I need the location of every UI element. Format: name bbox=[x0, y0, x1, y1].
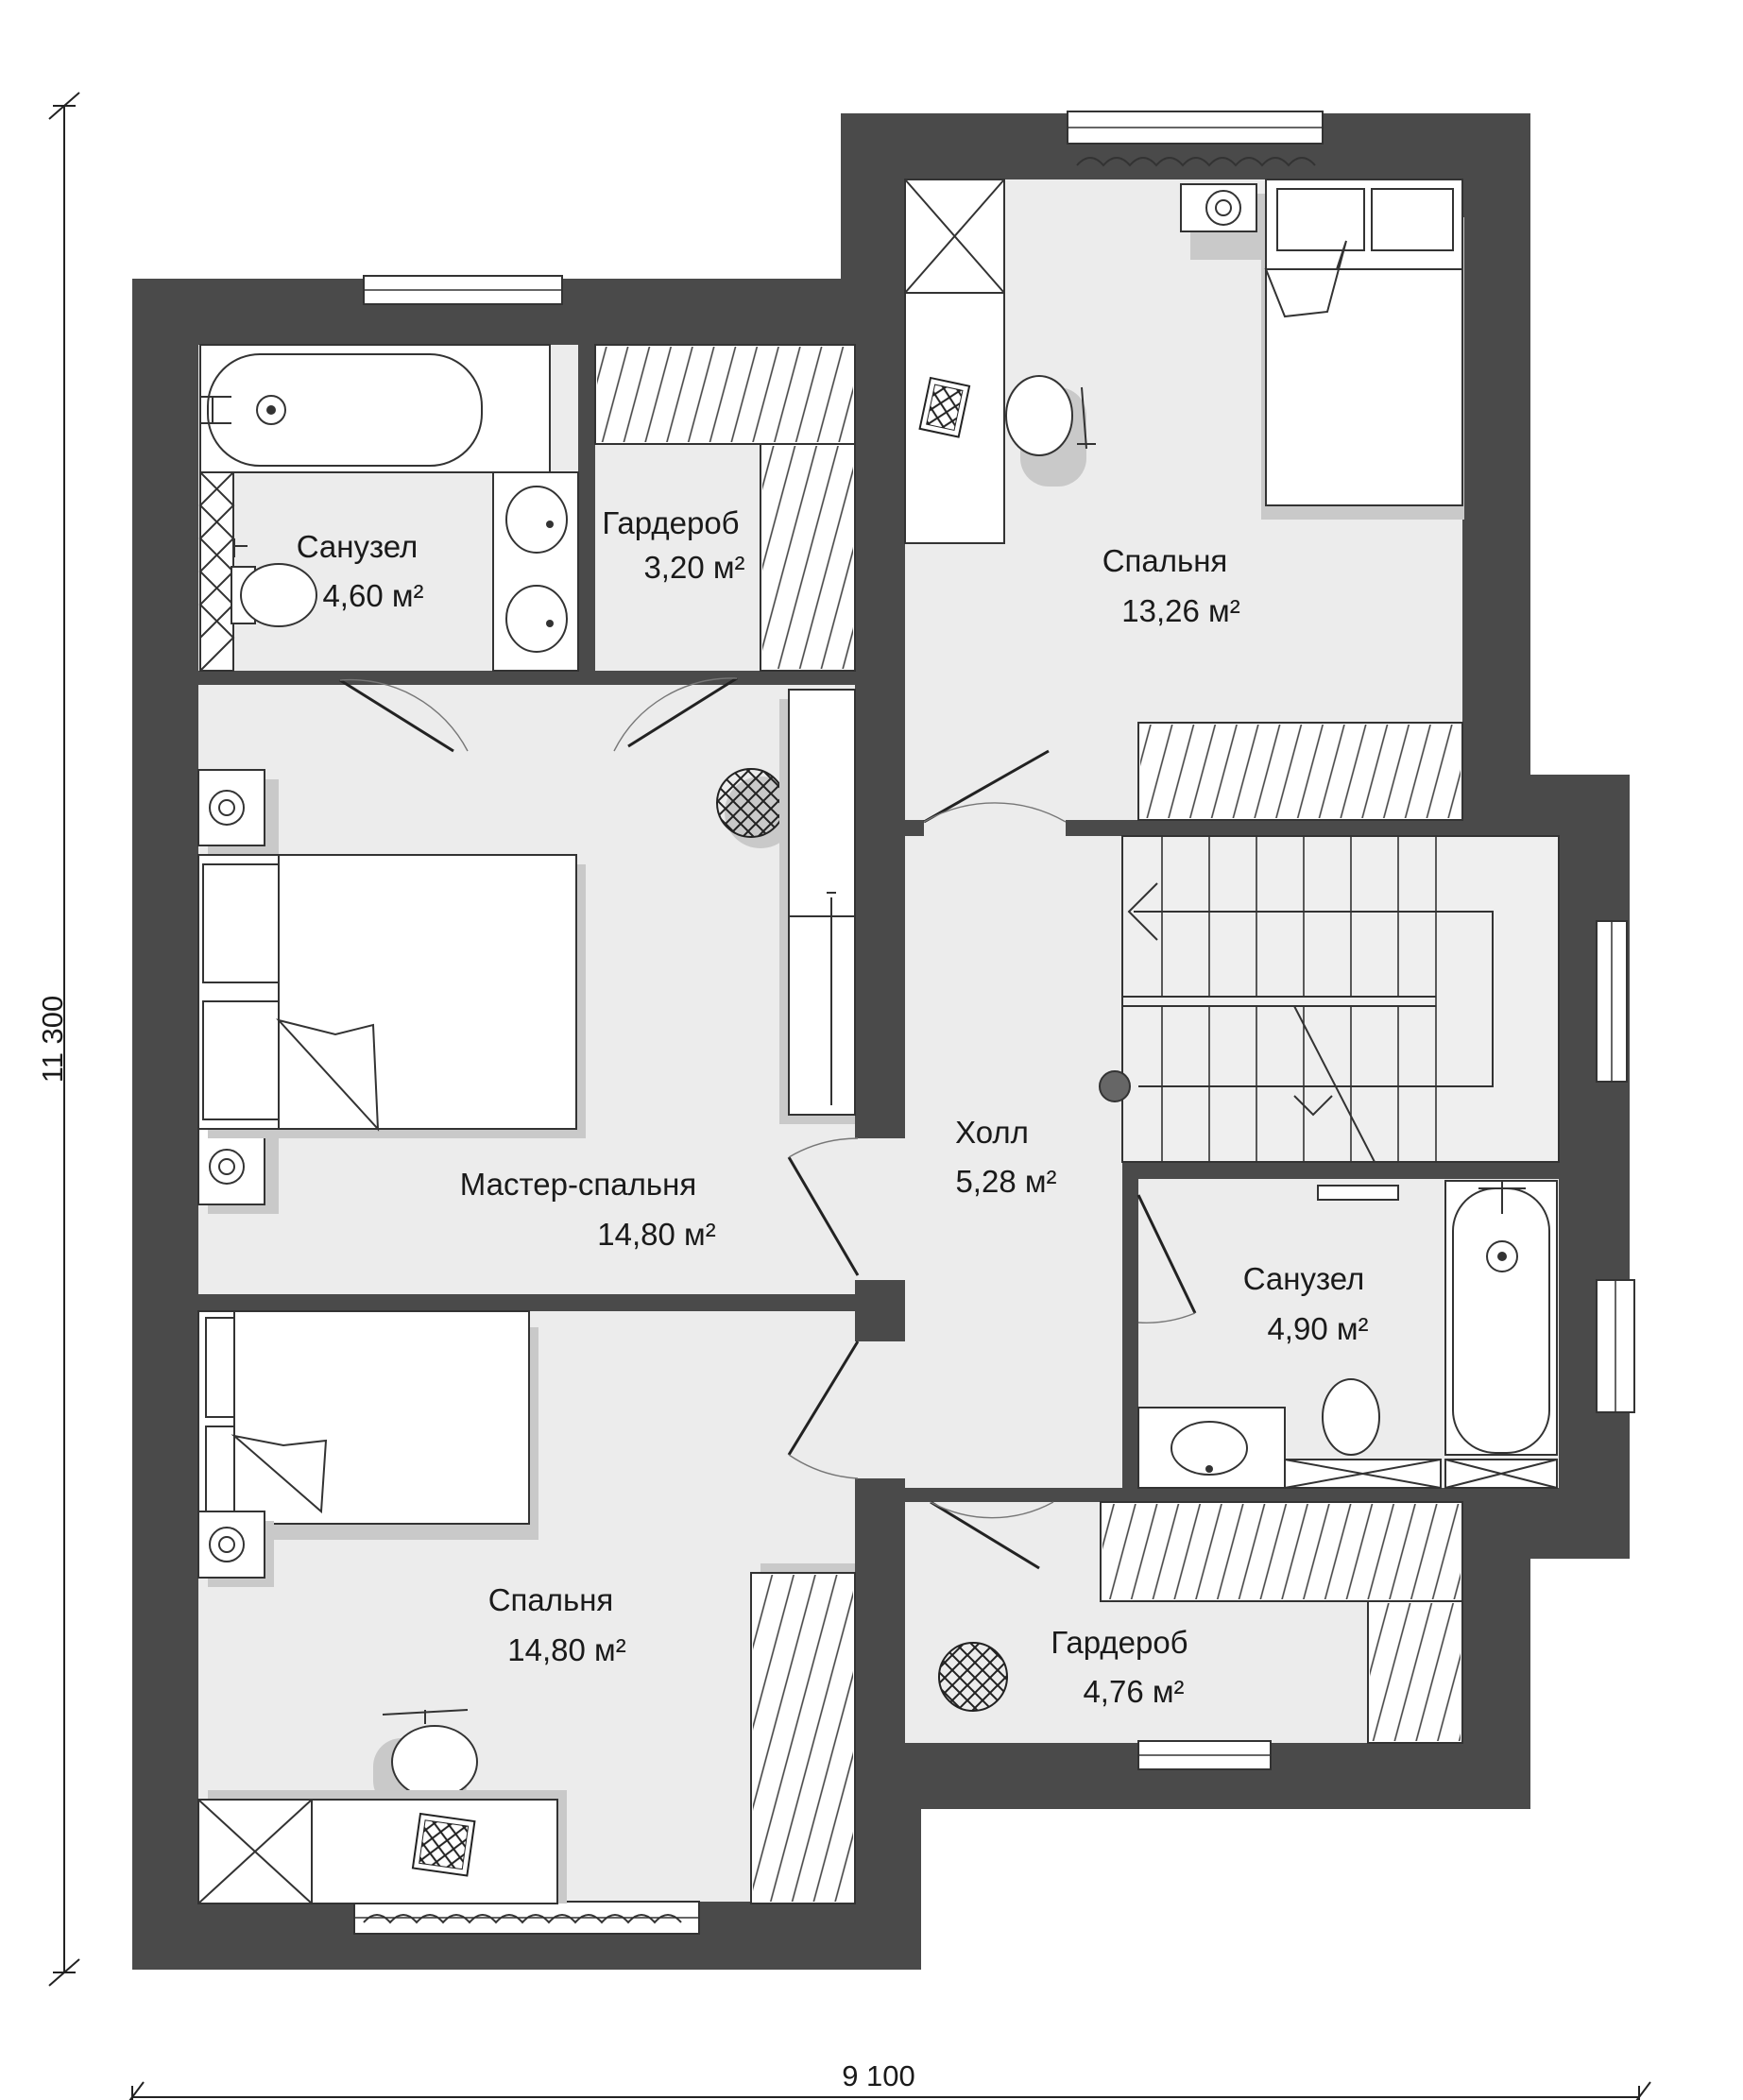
room-label-closet-2: Гардероб 4,76 м² bbox=[1051, 1625, 1188, 1709]
floor-lamp-icon bbox=[1099, 1070, 1131, 1102]
bedroom-2-furniture bbox=[197, 1310, 856, 1904]
svg-text:Гардероб: Гардероб bbox=[1051, 1625, 1188, 1660]
room-label-bath-2: Санузел 4,90 м² bbox=[1243, 1261, 1369, 1346]
svg-text:Холл: Холл bbox=[955, 1115, 1029, 1150]
doors bbox=[339, 676, 1197, 1570]
room-label-bedroom-1: Спальня 13,26 м² bbox=[1102, 543, 1240, 628]
dimension-vertical bbox=[48, 92, 80, 1987]
svg-text:3,20 м²: 3,20 м² bbox=[643, 550, 744, 585]
master-furniture bbox=[197, 689, 856, 1214]
bath-1-fixtures bbox=[198, 344, 579, 672]
pouf-icon bbox=[716, 768, 796, 848]
svg-text:14,80 м²: 14,80 м² bbox=[507, 1632, 625, 1667]
svg-text:Спальня: Спальня bbox=[488, 1582, 614, 1617]
room-label-bedroom-2: Спальня 14,80 м² bbox=[488, 1582, 626, 1667]
svg-text:5,28 м²: 5,28 м² bbox=[955, 1164, 1056, 1199]
pouf-icon bbox=[938, 1642, 1008, 1712]
room-label-hall: Холл 5,28 м² bbox=[955, 1115, 1056, 1199]
svg-text:4,60 м²: 4,60 м² bbox=[322, 578, 423, 613]
closet-1-shelving bbox=[594, 344, 856, 672]
laptop-icon bbox=[411, 1812, 476, 1877]
svg-text:4,76 м²: 4,76 м² bbox=[1083, 1674, 1184, 1709]
room-label-master: Мастер-спальня 14,80 м² bbox=[460, 1167, 716, 1252]
closet-2-shelving bbox=[938, 1501, 1463, 1744]
office-chair-icon bbox=[1005, 375, 1096, 487]
bedroom-1-furniture bbox=[904, 179, 1464, 821]
interior-walls bbox=[198, 345, 1566, 1904]
svg-text:Спальня: Спальня bbox=[1102, 543, 1228, 578]
width-dimension-label: 9 100 bbox=[842, 2059, 915, 2092]
dimension-horizontal bbox=[128, 2081, 1651, 2100]
room-label-closet-1: Гардероб 3,20 м² bbox=[602, 505, 744, 585]
svg-text:14,80 м²: 14,80 м² bbox=[597, 1217, 715, 1252]
bath-2-fixtures bbox=[1137, 1180, 1558, 1489]
svg-text:Мастер-спальня: Мастер-спальня bbox=[460, 1167, 696, 1202]
svg-text:Санузел: Санузел bbox=[297, 529, 419, 564]
height-dimension-label: 11 300 bbox=[36, 996, 69, 1084]
staircase bbox=[1099, 835, 1560, 1163]
laptop-icon bbox=[918, 376, 971, 438]
svg-text:Гардероб: Гардероб bbox=[602, 505, 739, 540]
room-label-bath-1: Санузел 4,60 м² bbox=[297, 529, 424, 613]
svg-text:13,26 м²: 13,26 м² bbox=[1121, 593, 1239, 628]
svg-text:4,90 м²: 4,90 м² bbox=[1267, 1311, 1368, 1346]
svg-text:Санузел: Санузел bbox=[1243, 1261, 1365, 1296]
curtains bbox=[363, 157, 1316, 1924]
